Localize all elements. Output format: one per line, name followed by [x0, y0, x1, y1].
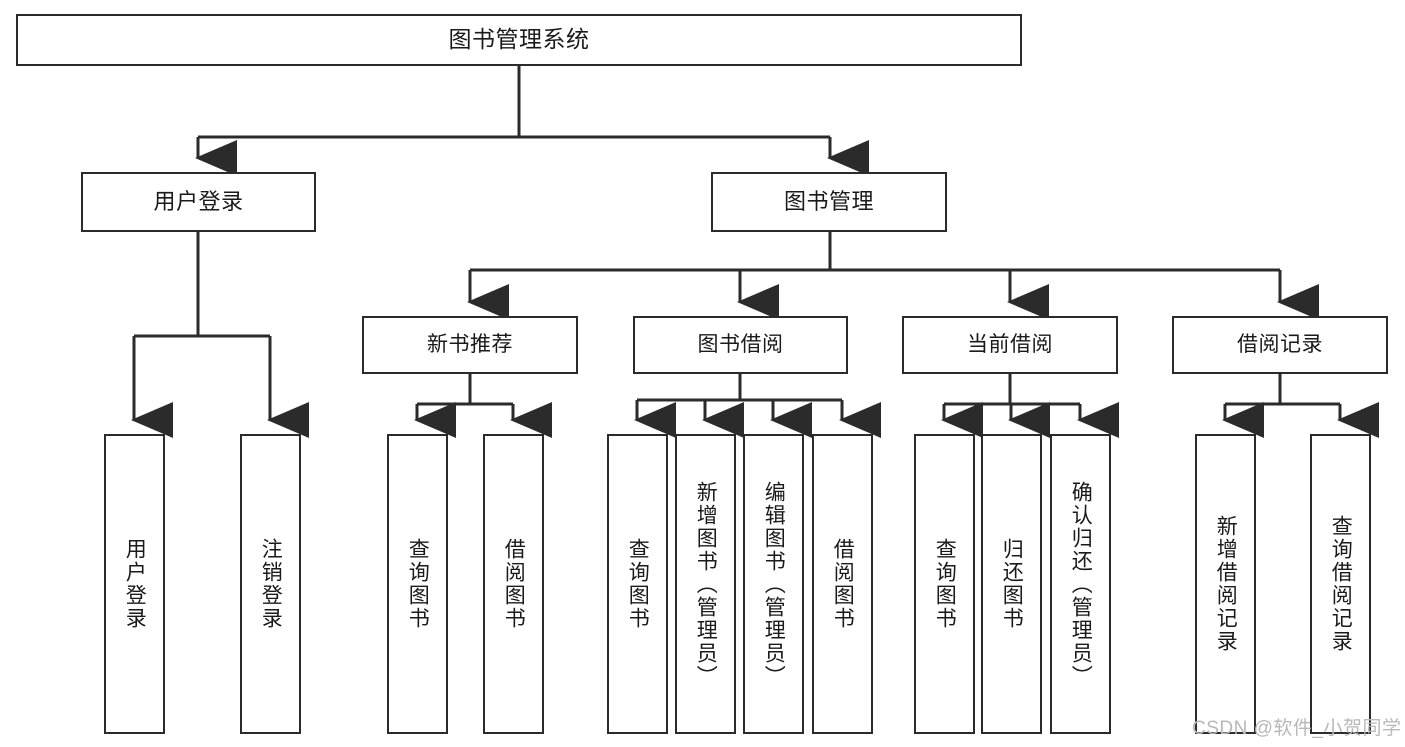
node-label: 借阅记录	[1237, 332, 1323, 356]
leaf-new-book-query-books[interactable]: 查询图书	[387, 434, 448, 734]
node-label: 确认归还（管理员）	[1069, 480, 1093, 688]
node-label: 归还图书	[1000, 538, 1024, 630]
node-label: 查询图书	[406, 538, 430, 630]
node-label: 新增图书（管理员）	[694, 480, 718, 688]
leaf-borrow-query-books[interactable]: 查询图书	[607, 434, 668, 734]
node-label: 查询图书	[933, 538, 957, 630]
node-root-book-management-system[interactable]: 图书管理系统	[16, 14, 1022, 66]
node-label: 图书借阅	[697, 332, 784, 356]
node-book-borrow[interactable]: 图书借阅	[633, 316, 848, 374]
node-label: 借阅图书	[502, 538, 526, 630]
node-label: 当前借阅	[967, 332, 1053, 356]
node-borrow-record[interactable]: 借阅记录	[1172, 316, 1388, 374]
node-label: 注销登录	[259, 538, 283, 630]
node-label: 图书管理系统	[448, 26, 590, 53]
leaf-borrow-borrow-books[interactable]: 借阅图书	[812, 434, 873, 734]
node-label: 借阅图书	[831, 538, 855, 630]
leaf-current-query-books[interactable]: 查询图书	[914, 434, 975, 734]
leaf-record-query-borrow-record[interactable]: 查询借阅记录	[1310, 434, 1371, 734]
node-book-management[interactable]: 图书管理	[711, 172, 947, 232]
node-label: 用户登录	[153, 189, 244, 215]
leaf-borrow-add-book-admin[interactable]: 新增图书（管理员）	[675, 434, 736, 734]
node-new-book-recommend[interactable]: 新书推荐	[362, 316, 578, 374]
leaf-current-confirm-return-admin[interactable]: 确认归还（管理员）	[1050, 434, 1111, 734]
leaf-borrow-edit-book-admin[interactable]: 编辑图书（管理员）	[743, 434, 804, 734]
node-label: 用户登录	[123, 538, 147, 630]
node-current-borrow[interactable]: 当前借阅	[902, 316, 1118, 374]
node-label: 图书管理	[783, 189, 874, 215]
node-user-login[interactable]: 用户登录	[81, 172, 316, 232]
leaf-new-book-borrow-books[interactable]: 借阅图书	[483, 434, 544, 734]
node-label: 编辑图书（管理员）	[762, 480, 786, 688]
node-label: 查询借阅记录	[1329, 515, 1353, 653]
leaf-record-add-borrow-record[interactable]: 新增借阅记录	[1195, 434, 1256, 734]
node-label: 查询图书	[626, 538, 650, 630]
node-label: 新书推荐	[427, 332, 513, 356]
leaf-user-login-login[interactable]: 用户登录	[104, 434, 165, 734]
node-label: 新增借阅记录	[1214, 515, 1238, 653]
leaf-current-return-books[interactable]: 归还图书	[981, 434, 1042, 734]
leaf-user-login-logout[interactable]: 注销登录	[240, 434, 301, 734]
